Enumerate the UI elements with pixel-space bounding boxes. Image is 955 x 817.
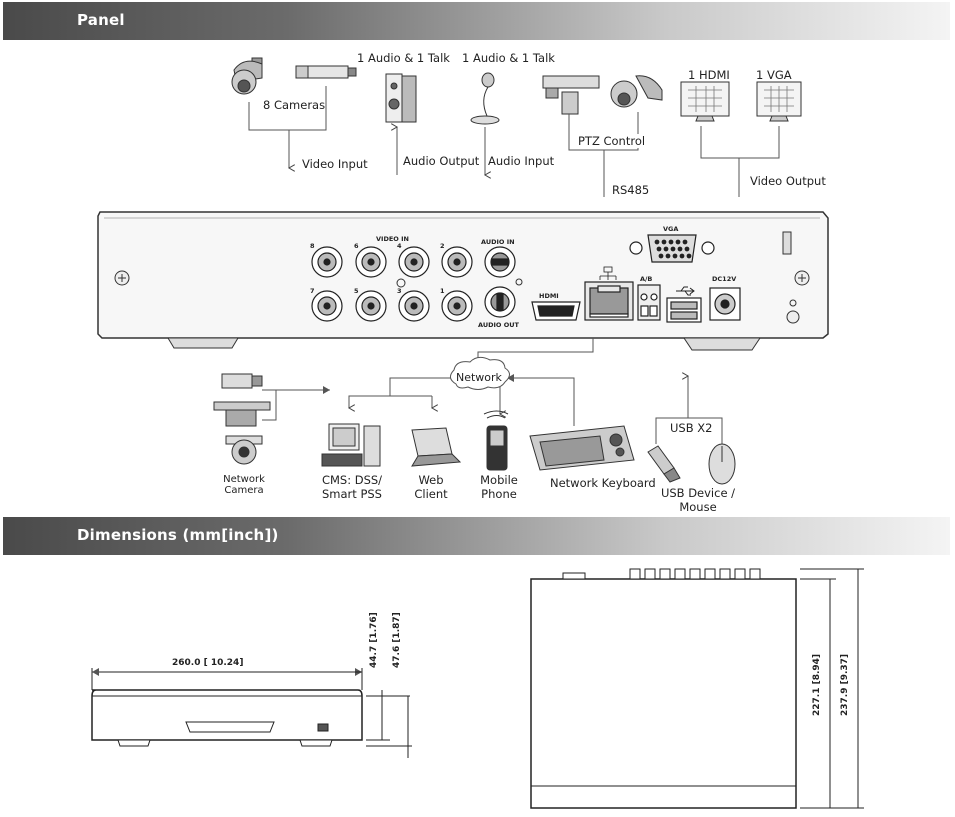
network-keyboard-icon — [529, 425, 635, 471]
usb-port — [666, 297, 702, 323]
network-camera-icon — [213, 373, 271, 465]
video-in-label: VIDEO IN — [376, 235, 409, 243]
bnc-number: 1 — [440, 287, 445, 295]
audio-out-label: AUDIO OUT — [478, 321, 519, 329]
audio-output-label: Audio Output — [403, 154, 480, 168]
bnc-number: 8 — [310, 242, 315, 250]
panel-section-title: Panel — [77, 11, 125, 29]
rs485-ab-label: A/B — [640, 275, 653, 283]
audio-out-port — [484, 286, 516, 318]
hdmi-port — [531, 301, 581, 321]
cms-label: CMS: DSS/ Smart PSS — [321, 473, 383, 501]
ptz-pan-tilt-camera-icon — [542, 75, 600, 115]
usb-stick-icon — [647, 445, 681, 483]
vga-port — [629, 234, 715, 263]
width-dimension-label: 260.0 [ 10.24] — [172, 658, 244, 668]
vga-port-label: VGA — [663, 225, 679, 233]
video-input-label: Video Input — [302, 157, 368, 171]
depth-dimension-label-2: 237.9 [9.37] — [840, 653, 850, 716]
audio-in-port — [484, 246, 516, 278]
bnc-number: 2 — [440, 242, 445, 250]
audio-in-label: AUDIO IN — [481, 238, 515, 246]
height-dimension-label-2: 47.6 [1.87] — [392, 612, 402, 668]
panel-section-header: Panel — [3, 2, 950, 40]
audio-input-label: Audio Input — [488, 154, 555, 168]
front-view-drawing — [91, 668, 412, 758]
top-view-drawing — [530, 568, 864, 809]
rs485-label: RS485 — [612, 183, 650, 197]
bnc-number: 3 — [397, 287, 402, 295]
rs485-terminal — [637, 284, 661, 321]
video-in-bnc-ports — [311, 246, 473, 322]
dimensions-section-header: Dimensions (mm[inch]) — [3, 517, 950, 555]
usb-icon — [676, 286, 695, 296]
vga-monitor-icon — [756, 81, 802, 122]
web-client-label: Web Client — [414, 473, 448, 501]
video-output-label: Video Output — [750, 174, 826, 188]
usb-device-label: USB Device / Mouse — [660, 486, 736, 514]
ptz-dome-camera-icon — [610, 75, 663, 108]
usb-x2-label: USB X2 — [670, 421, 713, 435]
speaker-icon — [385, 73, 417, 123]
network-camera-label: Network Camera — [223, 474, 265, 496]
mobile-phone-icon — [483, 410, 509, 471]
microphone-icon — [470, 72, 500, 125]
desktop-computer-icon — [321, 423, 381, 467]
hdmi-monitor-icon — [680, 81, 730, 122]
dimensions-section-title: Dimensions (mm[inch]) — [77, 526, 279, 544]
audio-talk-label-2: 1 Audio & 1 Talk — [462, 51, 555, 65]
bnc-number: 7 — [310, 287, 315, 295]
vga-output-label: 1 VGA — [756, 68, 792, 82]
laptop-icon — [411, 427, 462, 467]
network-label: Network — [456, 371, 502, 384]
bnc-number: 5 — [354, 287, 359, 295]
bnc-number: 6 — [354, 242, 359, 250]
hdmi-output-label: 1 HDMI — [688, 68, 730, 82]
network-cloud-icon — [450, 356, 510, 390]
dc12v-label: DC12V — [712, 275, 737, 283]
hdmi-port-label: HDMI — [539, 292, 559, 300]
depth-dimension-label-1: 227.1 [8.94] — [812, 653, 822, 716]
audio-talk-label-1: 1 Audio & 1 Talk — [357, 51, 450, 65]
cameras-label: 8 Cameras — [263, 98, 326, 112]
mouse-icon — [708, 443, 736, 485]
ptz-control-label: PTZ Control — [576, 134, 648, 148]
lan-port — [584, 281, 634, 321]
box-camera-icon — [295, 65, 357, 79]
height-dimension-label-1: 44.7 [1.76] — [369, 612, 379, 668]
ptz-camera-icon — [231, 57, 263, 95]
dc-power-port — [709, 287, 741, 321]
bnc-number: 4 — [397, 242, 402, 250]
mobile-phone-label: Mobile Phone — [480, 473, 518, 501]
network-icon — [599, 266, 617, 280]
network-keyboard-label: Network Keyboard — [550, 476, 656, 490]
